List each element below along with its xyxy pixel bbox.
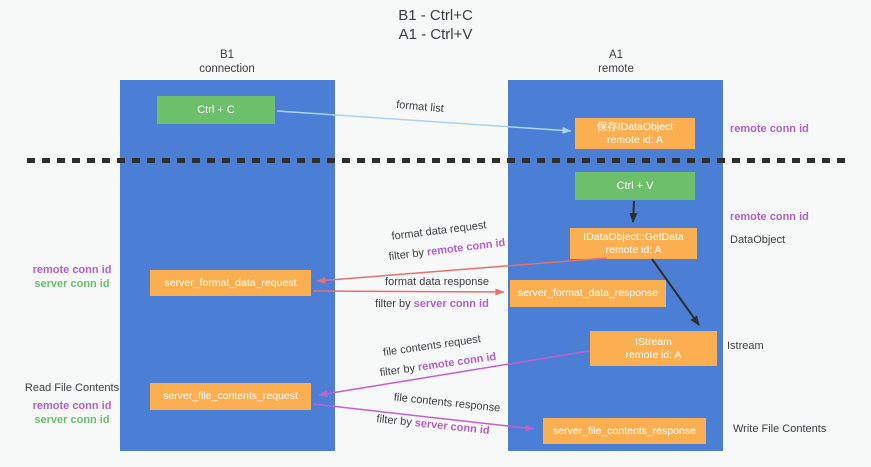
annotation-write-file-contents: Write File Contents [733, 423, 827, 435]
filter-prefix: filter by [388, 246, 425, 264]
annotation-server-conn-id-left-1: server conn id [34, 278, 110, 290]
annotation-remote-conn-id-top: remote conn id [730, 123, 809, 135]
title-line-2: A1 - Ctrl+V [398, 26, 473, 43]
node-ctrl-v-label: Ctrl + V [616, 179, 654, 192]
label-format-list: format list [395, 98, 445, 116]
node-ctrl-c: Ctrl + C [157, 96, 275, 124]
title-line-1: B1 - Ctrl+C [398, 7, 473, 24]
lane-a1-subtitle: remote [598, 63, 634, 75]
server-conn-id-text: server conn id [414, 417, 491, 437]
lane-b1-subtitle: connection [199, 63, 255, 75]
annotation-remote-conn-id-left-1: remote conn id [32, 264, 112, 276]
remote-conn-id-text: remote conn id [426, 236, 506, 259]
annotation-read-file-contents-block: Read File Contents remote conn id server… [12, 381, 132, 427]
node-saved-idataobject-line1: 保存IDataObject [596, 120, 674, 133]
node-istream-line2: remote id: A [625, 348, 682, 361]
annotation-remote-conn-id-mid: remote conn id [730, 211, 809, 223]
node-server-format-data-request: server_format_data_request [150, 270, 311, 296]
lane-header-b1: B1 connection [167, 48, 287, 76]
label-format-data-request: format data request [390, 219, 488, 243]
annotation-istream: Istream [727, 340, 764, 352]
node-ctrl-c-label: Ctrl + C [197, 103, 235, 116]
node-server-format-data-request-label: server_format_data_request [164, 276, 297, 289]
node-istream: IStream remote id: A [590, 331, 717, 366]
annotation-left-conn-ids-mid: remote conn id server conn id [12, 263, 132, 291]
node-saved-idataobject: 保存IDataObject remote id: A [575, 118, 695, 149]
server-conn-id-text: server conn id [413, 298, 489, 310]
label-file-contents-response: file contents response [393, 391, 501, 415]
phase-separator-dashed-line [27, 158, 845, 163]
annotation-dataobject: DataObject [730, 234, 786, 246]
node-server-file-contents-response-label: server_file_contents_response [552, 424, 696, 437]
node-server-format-data-response: server_format_data_response [510, 280, 666, 307]
filter-prefix: filter by [375, 413, 413, 429]
filter-prefix: filter by [375, 298, 411, 310]
node-saved-idataobject-line2: remote id: A [606, 133, 664, 146]
node-getdata-line2: remote id: A [605, 243, 662, 256]
lane-a1-name: A1 [608, 49, 624, 61]
lane-header-a1: A1 remote [556, 48, 676, 76]
node-server-file-contents-request: server_file_contents_request [150, 383, 311, 410]
annotation-server-conn-id-left-2: server conn id [34, 414, 110, 426]
node-server-format-data-response-label: server_format_data_response [517, 287, 659, 299]
node-istream-line1: IStream [635, 335, 672, 348]
arrow-format-data-response [312, 288, 505, 296]
node-server-file-contents-response: server_file_contents_response [543, 418, 706, 444]
page-title: B1 - Ctrl+C A1 - Ctrl+V [0, 6, 871, 44]
node-getdata-line1: IDataObject::GetData [583, 230, 684, 243]
node-server-file-contents-request-label: server_file_contents_request [163, 390, 298, 402]
label-format-data-response: format data response [385, 276, 489, 288]
lane-b1-name: B1 [219, 49, 235, 61]
node-ctrl-v: Ctrl + V [575, 172, 695, 200]
filter-prefix: filter by [379, 362, 416, 380]
annotation-read-file-contents: Read File Contents [24, 382, 120, 394]
node-idataobject-getdata: IDataObject::GetData remote id: A [570, 228, 697, 259]
remote-conn-id-text: remote conn id [417, 350, 497, 374]
annotation-remote-conn-id-left-2: remote conn id [32, 400, 112, 412]
